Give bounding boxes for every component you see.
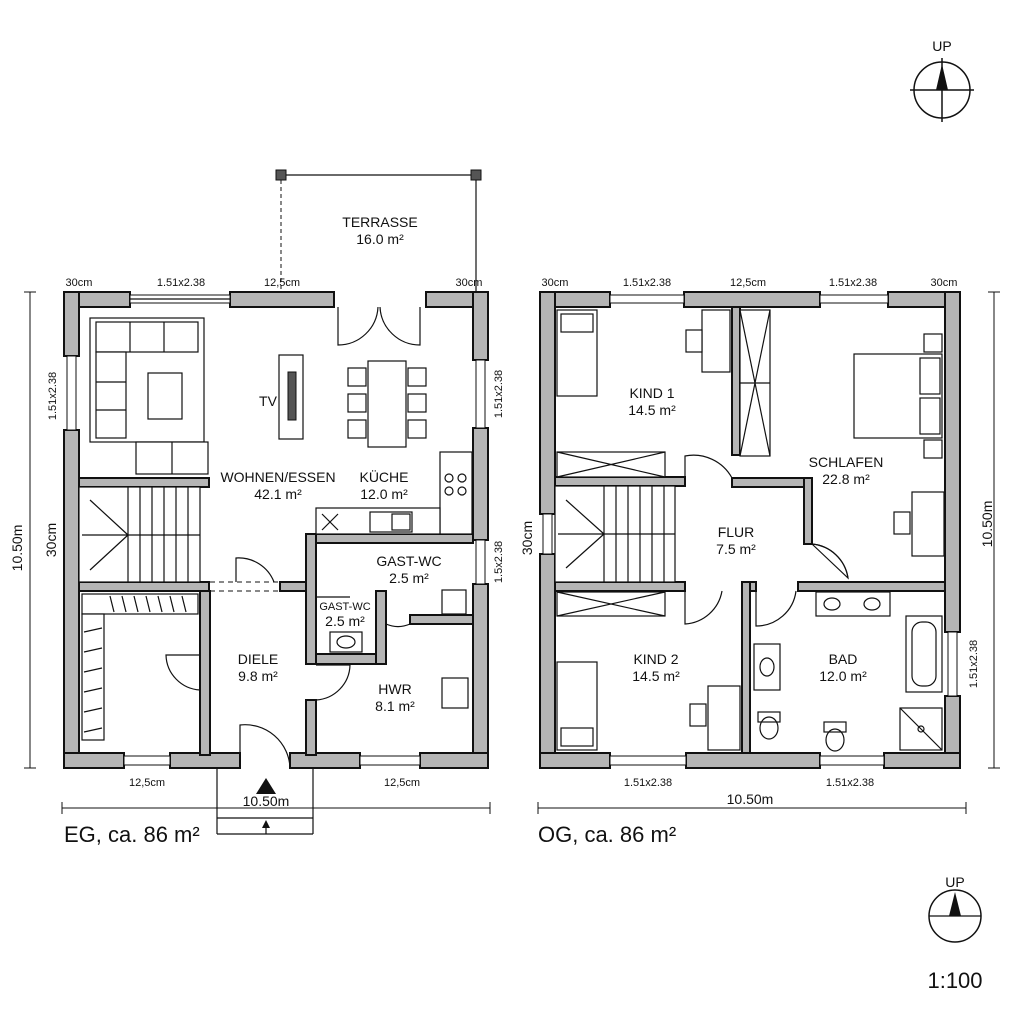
compass-bottom-label: UP xyxy=(945,874,964,890)
og-dim-top-window2: 1.51x2.38 xyxy=(829,277,877,289)
room-area-gastwc2: 2.5 m² xyxy=(325,613,365,629)
eg-width-dim: 10.50m xyxy=(243,793,290,809)
og-dim-top-left: 30cm xyxy=(542,277,569,289)
eg-dim-bottom-left: 12,5cm xyxy=(129,777,165,789)
og-windows xyxy=(542,294,958,766)
og-outer-walls xyxy=(539,291,961,769)
og-doors xyxy=(684,454,849,627)
room-area-schlafen: 22.8 m² xyxy=(822,471,870,487)
room-name-hwr: HWR xyxy=(378,681,411,697)
terrace-door xyxy=(337,306,421,346)
og-interior-walls xyxy=(554,306,946,754)
ground-floor-plan: TERRASSE 16.0 m² xyxy=(9,169,505,847)
upper-floor-plan: KIND 1 14.5 m² SCHLAFEN 22.8 m² FLUR 7.5… xyxy=(519,277,1000,847)
room-area-hwr: 8.1 m² xyxy=(375,698,415,714)
sofa xyxy=(89,317,209,475)
north-arrow-top: UP xyxy=(910,38,974,122)
tv-unit: TV xyxy=(259,354,304,440)
og-stairs xyxy=(554,485,676,583)
terrace: TERRASSE 16.0 m² xyxy=(275,169,482,292)
eg-dim-top-mid: 12,5cm xyxy=(264,277,300,289)
room-area-kind1: 14.5 m² xyxy=(628,402,676,418)
compass-top-label: UP xyxy=(932,38,951,54)
room-name-terrasse: TERRASSE xyxy=(342,214,417,230)
room-area-wohnen: 42.1 m² xyxy=(254,486,302,502)
kind2-furniture xyxy=(556,591,741,751)
room-name-schlafen: SCHLAFEN xyxy=(809,454,884,470)
eg-windows xyxy=(66,294,486,766)
bad-fixtures xyxy=(753,591,943,752)
og-dim-top-right: 30cm xyxy=(931,277,958,289)
og-height-dim: 10.50m xyxy=(979,501,995,548)
room-name-gastwc1: GAST-WC xyxy=(376,553,441,569)
og-dim-stair: 30cm xyxy=(519,521,535,555)
eg-dim-top-left: 30cm xyxy=(66,277,93,289)
og-caption: OG, ca. 86 m² xyxy=(538,822,676,847)
room-area-flur: 7.5 m² xyxy=(716,541,756,557)
room-area-diele: 9.8 m² xyxy=(238,668,278,684)
room-area-gastwc1: 2.5 m² xyxy=(389,570,429,586)
eg-height-dim: 10.50m xyxy=(9,525,25,572)
room-name-wohnen: WOHNEN/ESSEN xyxy=(220,469,335,485)
entrance xyxy=(216,768,314,835)
wardrobe xyxy=(81,593,199,741)
eg-doors xyxy=(165,557,411,769)
eg-dim-left-window: 1.51x2.38 xyxy=(47,372,59,420)
room-name-flur: FLUR xyxy=(718,524,755,540)
eg-dim-right-window: 1.51x2.38 xyxy=(493,370,505,418)
kitchen-counter xyxy=(315,451,473,535)
og-dim-top-mid: 12,5cm xyxy=(730,277,766,289)
room-name-diele: DIELE xyxy=(238,651,278,667)
og-dim-top-window1: 1.51x2.38 xyxy=(623,277,671,289)
room-name-bad: BAD xyxy=(829,651,858,667)
eg-caption: EG, ca. 86 m² xyxy=(64,822,200,847)
room-area-kind2: 14.5 m² xyxy=(632,668,680,684)
eg-dim-stair: 30cm xyxy=(43,523,59,557)
room-name-gastwc2: GAST-WC xyxy=(319,601,370,613)
kind1-furniture xyxy=(556,309,731,478)
room-name-kueche: KÜCHE xyxy=(359,468,408,485)
schlafen-furniture xyxy=(853,333,945,557)
og-dim-bottom-window1: 1.51x2.38 xyxy=(624,777,672,789)
room-area-terrasse: 16.0 m² xyxy=(356,231,404,247)
room-area-kueche: 12.0 m² xyxy=(360,486,408,502)
eg-dim-top-window: 1.51x2.38 xyxy=(157,277,205,289)
room-area-bad: 12.0 m² xyxy=(819,668,867,684)
og-dimension-lines xyxy=(537,291,1000,814)
eg-stairs xyxy=(78,486,201,583)
scale-label: 1:100 xyxy=(927,968,982,993)
og-wardrobe xyxy=(739,309,771,457)
eg-interior-walls xyxy=(78,477,474,756)
room-name-kind2: KIND 2 xyxy=(633,651,678,667)
dining-table xyxy=(347,360,427,448)
og-dim-right-window: 1.51x2.38 xyxy=(968,640,980,688)
eg-dim-top-right: 30cm xyxy=(456,277,483,289)
og-dim-bottom-window2: 1.51x2.38 xyxy=(826,777,874,789)
eg-dimension-lines xyxy=(24,291,491,814)
tv-label: TV xyxy=(259,393,278,409)
guest-wc-fixtures xyxy=(329,589,469,709)
north-arrow-bottom: UP xyxy=(928,874,982,943)
eg-dim-right-window2: 1.5x2.38 xyxy=(493,541,505,583)
eg-dim-bottom-right: 12,5cm xyxy=(384,777,420,789)
og-width-dim: 10.50m xyxy=(727,791,774,807)
room-name-kind1: KIND 1 xyxy=(629,385,674,401)
